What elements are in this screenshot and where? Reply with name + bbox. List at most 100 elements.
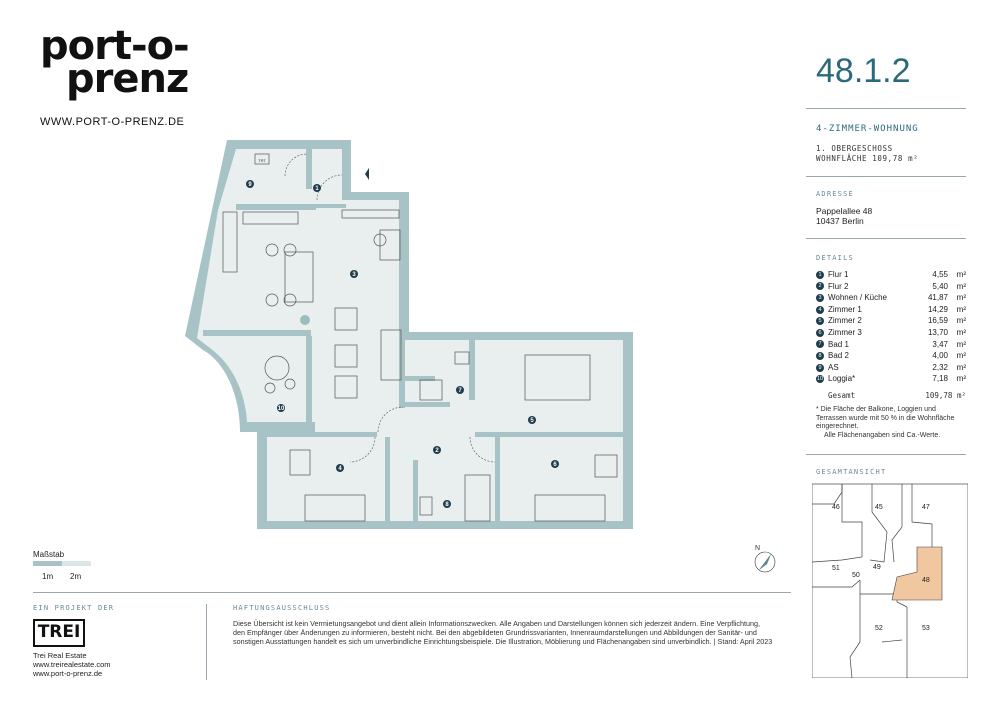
detail-row: 7 Bad 1 3,47 m² (816, 340, 966, 352)
room-number-badge: 7 (816, 340, 824, 349)
bldg-label: 45 (875, 504, 883, 511)
room-area: 16,59 (927, 316, 948, 326)
room-number: 8 (445, 502, 449, 508)
room-area: 2,32 (932, 362, 948, 372)
overview-label: GESAMTANSICHT (816, 468, 887, 476)
room-area: 13,70 (927, 328, 948, 337)
area-unit: m² (956, 328, 966, 337)
area-note: * Die Fläche der Balkone, Loggien und Te… (816, 406, 966, 440)
room-number-badge: 3 (816, 294, 824, 303)
company-website[interactable]: www.treirealestate.com (33, 660, 111, 669)
room-area: 3,47 (932, 339, 948, 349)
detail-row: 5 Zimmer 2 16,59 m² (816, 316, 966, 328)
room-number: 6 (553, 462, 557, 468)
website-link[interactable]: WWW.PORT-O-PRENZ.DE (40, 116, 185, 128)
area-unit: m² (956, 362, 966, 372)
disclaimer-text: Diese Übersicht ist kein Vermietungsange… (233, 619, 773, 646)
address-line-1: Pappelallee 48 (816, 206, 873, 216)
address-label: ADRESSE (816, 190, 854, 198)
room-area: 5,40 (932, 281, 948, 291)
room-name: Bad 1 (828, 339, 849, 349)
bldg-label: 53 (922, 625, 930, 632)
bldg-label: 49 (873, 564, 881, 571)
brand-logo: port-o- prenz (40, 23, 190, 102)
entrance-arrow-icon (365, 168, 369, 180)
logo-line-2: prenz (66, 56, 189, 102)
area-unit: m² (956, 351, 966, 361)
address: Pappelallee 48 10437 Berlin (816, 206, 872, 226)
room-number-badge: 8 (816, 352, 824, 361)
floor-plan: 1 2 3 4 5 6 7 8 9 10 TRT (185, 140, 633, 529)
disclaimer-label: HAFTUNGSAUSSCHLUSS (233, 604, 331, 612)
room-number: 2 (435, 448, 439, 454)
company-info: Trei Real Estate www.treirealestate.com … (33, 651, 111, 678)
room-number-badge: 2 (816, 282, 824, 291)
total-row: Gesamt 109,78 m² (816, 391, 966, 400)
bldg-label: 47 (922, 504, 930, 511)
room-name: Zimmer 3 (828, 328, 862, 337)
footer-divider (33, 592, 791, 593)
details-label: DETAILS (816, 254, 854, 262)
project-website[interactable]: www.port-o-prenz.de (33, 669, 103, 678)
area-unit: m² (956, 339, 966, 349)
bldg-label: 50 (852, 572, 860, 579)
apartment-floor (197, 149, 623, 521)
highlighted-building (891, 546, 943, 601)
divider (806, 454, 966, 455)
room-number-badge: 9 (816, 363, 824, 372)
room-number-badge: 5 (816, 317, 824, 326)
detail-row: 4 Zimmer 1 14,29 m² (816, 305, 966, 317)
logo-line-1: port-o- (40, 23, 190, 69)
room-number-badge: 1 (816, 270, 824, 279)
total-label: Gesamt (828, 391, 856, 400)
room-name: Flur 2 (828, 281, 849, 291)
area-unit: m² (956, 316, 966, 326)
room-name: Zimmer 2 (828, 316, 862, 326)
room-name: Zimmer 1 (828, 304, 862, 314)
divider (806, 108, 966, 109)
room-number: 4 (338, 466, 342, 472)
total-value: 109,78 m² (925, 391, 966, 400)
room-number: 9 (248, 182, 252, 188)
compass-icon: N (754, 545, 776, 573)
bldg-label: 48 (922, 577, 930, 584)
unit-area: WOHNFLÄCHE 109,78 m² (816, 154, 919, 163)
room-number: 3 (352, 272, 356, 278)
unit-number: 48.1.2 (816, 52, 911, 90)
tv-label: TRT (258, 158, 266, 163)
area-unit: m² (956, 270, 966, 279)
bldg-label: 51 (832, 565, 840, 572)
room-area: 41,87 (927, 293, 948, 303)
note-2: Alle Flächenangaben sind Ca.-Werte. (824, 431, 941, 439)
room-name: Flur 1 (828, 270, 849, 279)
room-area: 7,18 (932, 374, 948, 384)
room-number-badge: 4 (816, 305, 824, 314)
note-1: * Die Fläche der Balkone, Loggien und Te… (816, 406, 955, 430)
scale-tick-2: 2m (70, 572, 82, 581)
room-name: Loggia* (828, 374, 856, 384)
compass-north: N (755, 545, 760, 552)
room-number: 7 (458, 388, 462, 394)
unit-type: 4-ZIMMER-WOHNUNG (816, 124, 919, 134)
area-unit: m² (956, 281, 966, 291)
room-name: Bad 2 (828, 351, 849, 361)
area-unit: m² (956, 304, 966, 314)
area-unit: m² (956, 374, 966, 384)
detail-row: 2 Flur 2 5,40 m² (816, 282, 966, 294)
room-number: 5 (530, 418, 534, 424)
divider (806, 238, 966, 239)
room-area: 4,55 (932, 270, 948, 279)
room-number-badge: 10 (816, 375, 824, 384)
room-area: 14,29 (927, 304, 948, 314)
detail-row: 8 Bad 2 4,00 m² (816, 351, 966, 363)
company-name: Trei Real Estate (33, 651, 87, 660)
room-area: 4,00 (932, 351, 948, 361)
site-overview-map: 46 45 47 51 50 49 48 52 53 (812, 482, 968, 678)
scale-bar-2 (62, 561, 91, 566)
detail-row: 1 Flur 1 4,55 m² (816, 270, 966, 282)
project-label: EIN PROJEKT DER (33, 604, 115, 612)
unit-floor: 1. OBERGESCHOSS (816, 144, 893, 153)
divider (806, 176, 966, 177)
